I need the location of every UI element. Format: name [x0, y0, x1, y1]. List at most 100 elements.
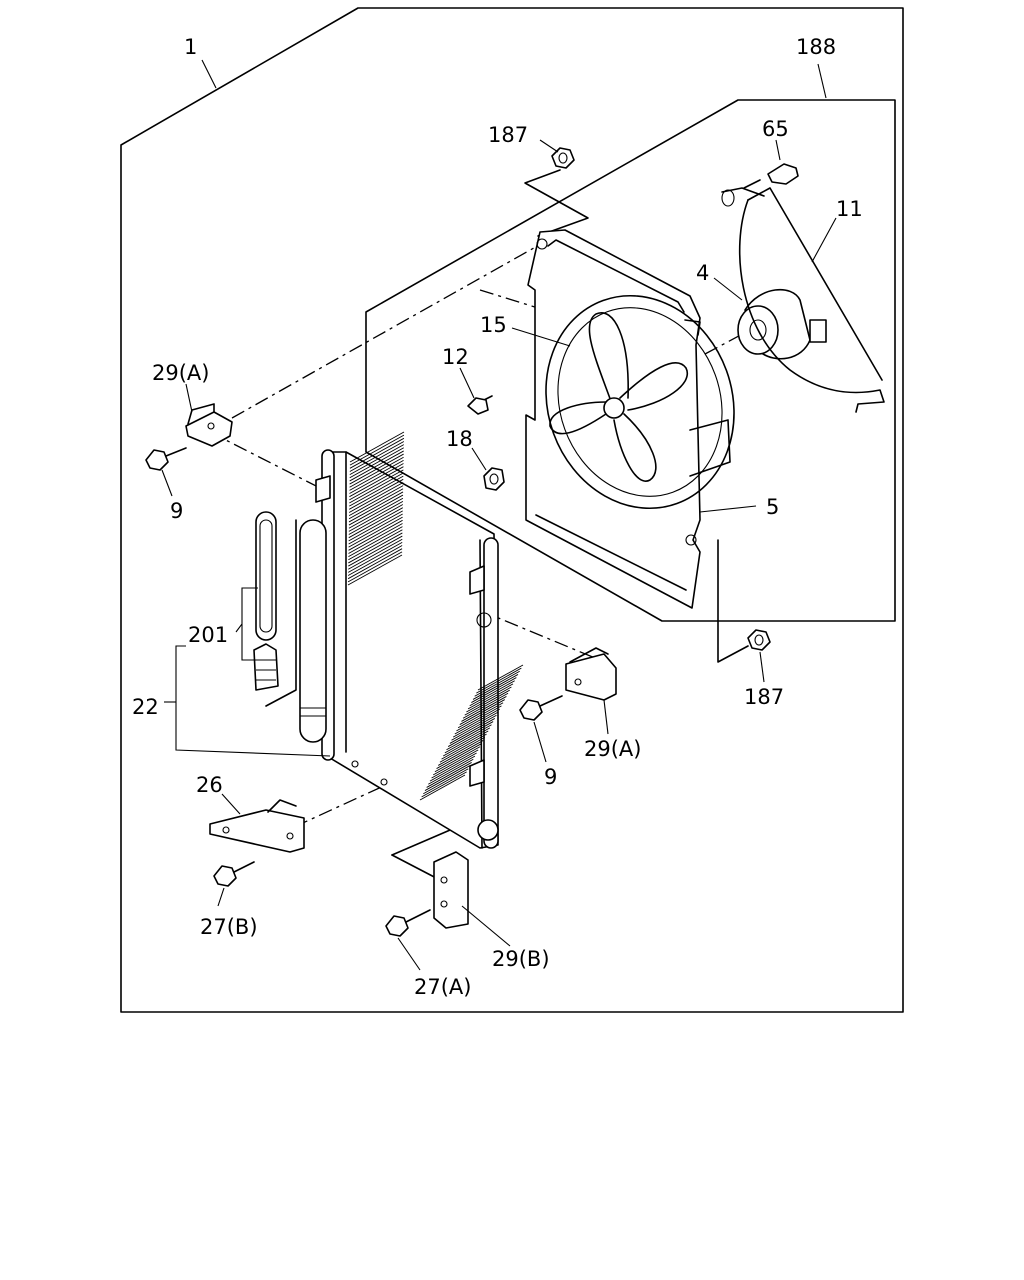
- bracket-29a-right: [565, 647, 617, 701]
- bracket-29a-left: [185, 403, 233, 447]
- callout-4: 4: [696, 261, 709, 285]
- condenser-fin: [442, 730, 489, 757]
- condenser-fin: [349, 444, 405, 476]
- leader-1: [201, 59, 217, 89]
- callout-187-bottom: 187: [744, 685, 784, 709]
- leader-27b: [217, 887, 225, 907]
- condenser-fin: [444, 727, 491, 754]
- leader-29a-left: [185, 383, 193, 413]
- condenser-fin: [464, 689, 510, 716]
- leader-12: [459, 367, 475, 399]
- condenser-fin: [349, 453, 404, 485]
- callout-15: 15: [480, 313, 507, 337]
- condenser-fin: [429, 755, 476, 782]
- condenser-fin: [461, 696, 507, 722]
- nut-187-top-leader: [524, 169, 589, 237]
- leader-5: [699, 505, 757, 513]
- condenser: [315, 431, 524, 849]
- callout-18: 18: [446, 427, 473, 451]
- callout-27a: 27(A): [414, 975, 471, 999]
- condenser-fin: [349, 434, 405, 466]
- condenser-fin: [441, 733, 487, 760]
- leader-11: [811, 217, 837, 263]
- fan-ring: [545, 294, 735, 510]
- condenser-fin: [349, 450, 404, 482]
- condenser-fin: [347, 551, 403, 583]
- condenser-fin: [348, 507, 403, 539]
- condenser-fin: [348, 510, 403, 542]
- condenser-fin: [348, 523, 403, 554]
- condenser-fin: [348, 482, 404, 513]
- condenser-fin: [451, 714, 497, 741]
- callout-26: 26: [196, 773, 223, 797]
- leader-9-left: [161, 469, 173, 497]
- condenser-fin: [436, 743, 482, 769]
- condenser-fin: [466, 686, 512, 713]
- condenser-fin: [421, 771, 467, 798]
- condenser-fin: [348, 513, 403, 545]
- condenser-fin: [348, 504, 404, 535]
- leader-29b: [461, 905, 511, 947]
- nut-187-bottom: [747, 629, 771, 651]
- condenser-fin: [347, 541, 403, 573]
- leader-4: [713, 277, 743, 301]
- callout-22: 22: [132, 695, 159, 719]
- bracket-29b: [433, 851, 469, 929]
- leader-65: [775, 139, 781, 161]
- assembly-line-a: [231, 239, 549, 419]
- condenser-fin: [477, 664, 524, 691]
- bolt-12: [467, 395, 493, 415]
- condenser-fin: [348, 529, 403, 561]
- condenser-fin: [474, 670, 520, 697]
- callout-29a-left: 29(A): [152, 361, 209, 385]
- condenser-fin: [457, 702, 504, 729]
- condenser-fin: [462, 692, 509, 719]
- condenser-fin: [349, 447, 404, 479]
- callout-12: 12: [442, 345, 469, 369]
- condenser-fin: [348, 535, 403, 567]
- fan-subassembly-frame: [365, 99, 896, 622]
- bolt-9-left: [145, 447, 187, 471]
- condenser-fin: [431, 752, 477, 779]
- assembly-line-b: [209, 431, 321, 489]
- condenser-fin: [438, 740, 484, 766]
- callout-9-left: 9: [170, 499, 183, 523]
- callout-188: 188: [796, 35, 836, 59]
- condenser-fin: [348, 526, 403, 558]
- condenser-fin: [434, 746, 481, 773]
- leader-18: [471, 447, 487, 471]
- condenser-fin: [433, 749, 479, 776]
- condenser-fin: [348, 488, 404, 520]
- callout-9-right: 9: [544, 765, 557, 789]
- bolt-9-right: [519, 695, 563, 721]
- bolt-27a: [385, 909, 431, 937]
- assembly-line-g: [391, 854, 441, 881]
- condenser-fin: [469, 680, 515, 707]
- condenser-fin: [471, 677, 517, 703]
- condenser-fin: [472, 674, 519, 700]
- condenser-fin: [349, 469, 404, 501]
- condenser-fin: [348, 491, 404, 523]
- condenser-fin: [349, 437, 405, 469]
- receiver-dryer: [265, 519, 327, 743]
- callout-187-top: 187: [488, 123, 528, 147]
- leader-187-bottom: [759, 651, 765, 683]
- condenser-fin: [349, 466, 404, 498]
- condenser-fin: [349, 456, 404, 488]
- condenser-fin: [349, 441, 405, 472]
- callout-65: 65: [762, 117, 789, 141]
- callout-11: 11: [836, 197, 863, 221]
- motor-axis-line: [704, 329, 751, 355]
- leader-188: [817, 63, 827, 99]
- condenser-fin: [349, 459, 404, 491]
- condenser-fin: [348, 538, 403, 570]
- condenser-fin: [446, 724, 492, 751]
- condenser-fin: [348, 500, 404, 532]
- nut-18: [483, 467, 505, 491]
- condenser-fin: [348, 516, 403, 548]
- callout-27b: 27(B): [200, 915, 258, 939]
- condenser-fins-top: [347, 431, 405, 586]
- leader-29a-right: [603, 699, 609, 735]
- leader-15: [511, 327, 571, 347]
- condenser-fin: [347, 545, 403, 576]
